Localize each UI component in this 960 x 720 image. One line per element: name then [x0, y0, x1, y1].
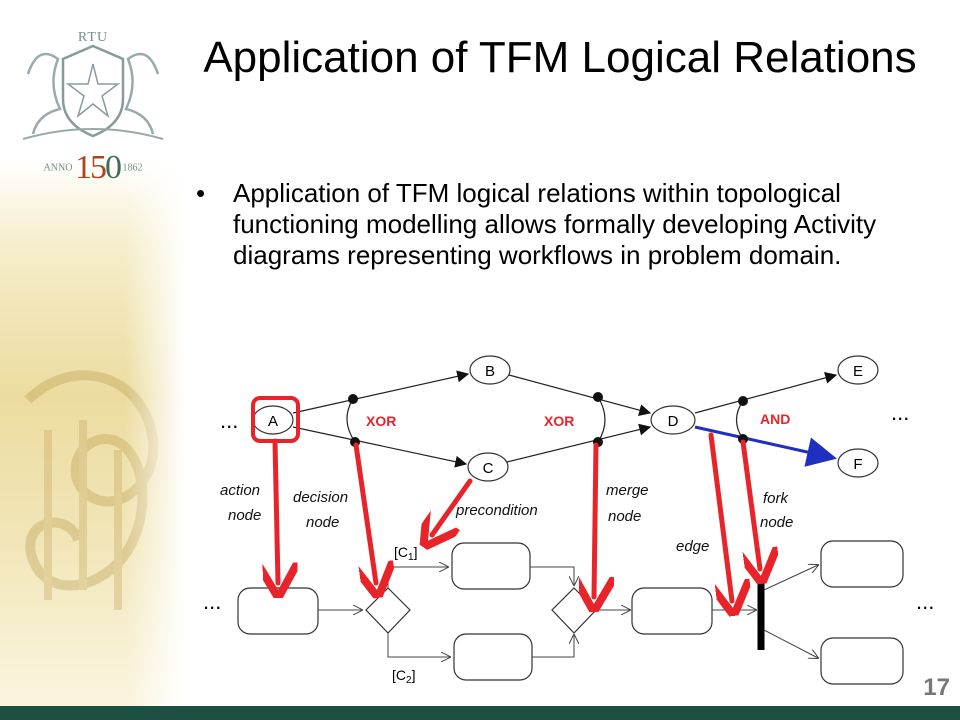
guard-c1: [C1]: [394, 544, 417, 563]
svg-text:D: D: [668, 413, 679, 430]
logo-year-text: 1862: [122, 162, 143, 174]
tfm-graph: ... ... A B C D E F: [220, 355, 909, 482]
rtu-logo: RTU ANNO 150 1862: [18, 14, 168, 186]
action-node-a: [237, 587, 319, 635]
label-edge: edge: [676, 538, 709, 555]
label-fork: fork: [763, 490, 790, 507]
bullet-marker: •: [196, 178, 206, 208]
label-decision-node: node: [306, 514, 339, 531]
node-b: B: [469, 355, 511, 385]
activity-diagram: ... ... [C1] [C2]: [203, 540, 934, 686]
crest-icon: [22, 44, 164, 140]
ellipsis-left-bottom: ...: [203, 589, 221, 614]
map-arrow-precondition: [432, 478, 473, 535]
page-number: 17: [923, 674, 950, 701]
map-arrow-fork: [740, 439, 760, 569]
node-c: C: [467, 452, 509, 482]
svg-text:C: C: [483, 460, 494, 477]
ellipsis-right-top: ...: [891, 400, 909, 425]
map-arrow-edge: [708, 432, 732, 601]
logo-rtu-text: RTU: [77, 30, 109, 45]
action-node-c: [453, 633, 533, 681]
action-node-b: [451, 542, 531, 590]
action-node-f: [820, 637, 904, 685]
decision-node: [365, 587, 411, 634]
svg-text:B: B: [485, 363, 495, 380]
node-a: A: [252, 405, 294, 435]
svg-text:F: F: [853, 456, 862, 473]
node-d: D: [650, 405, 696, 435]
node-f: F: [837, 448, 879, 478]
svg-text:A: A: [268, 413, 278, 430]
svg-text:E: E: [853, 363, 863, 380]
merge-node: [551, 587, 597, 634]
label-merge: merge: [606, 482, 649, 499]
node-e: E: [837, 355, 879, 385]
slide-title: Application of TFM Logical Relations: [203, 33, 917, 82]
map-arrow-action: [275, 438, 278, 583]
label-action-node: node: [228, 507, 261, 524]
label-decision: decision: [293, 489, 348, 506]
relation-and: AND: [760, 411, 790, 427]
action-node-d: [631, 587, 713, 635]
mapping-arrows: [275, 432, 760, 601]
relation-xor-1: XOR: [366, 413, 396, 429]
label-merge-node: node: [608, 508, 641, 525]
logo-anniversary: ANNO 150 1862: [18, 149, 168, 187]
relation-xor-2: XOR: [544, 413, 574, 429]
ellipsis-left-top: ...: [220, 408, 238, 433]
label-action: action: [220, 482, 260, 499]
ellipsis-right-bottom: ...: [916, 589, 934, 614]
left-decorative-band: [0, 0, 185, 720]
action-node-e: [820, 540, 904, 588]
guard-c2: [C2]: [392, 667, 415, 686]
label-fork-node: node: [760, 514, 793, 531]
map-arrow-decision: [353, 442, 376, 583]
label-precondition: precondition: [455, 502, 538, 519]
logo-150: 150: [74, 149, 122, 186]
bullet-text: Application of TFM logical relations wit…: [233, 178, 877, 270]
tfm-activity-diagram: ... ... A B C D E F: [203, 355, 934, 686]
footer-bar: [0, 706, 960, 720]
annotations: action node decision node precondition m…: [220, 482, 793, 555]
map-arrow-merge: [594, 442, 596, 597]
logo-anno-text: ANNO: [43, 162, 73, 174]
